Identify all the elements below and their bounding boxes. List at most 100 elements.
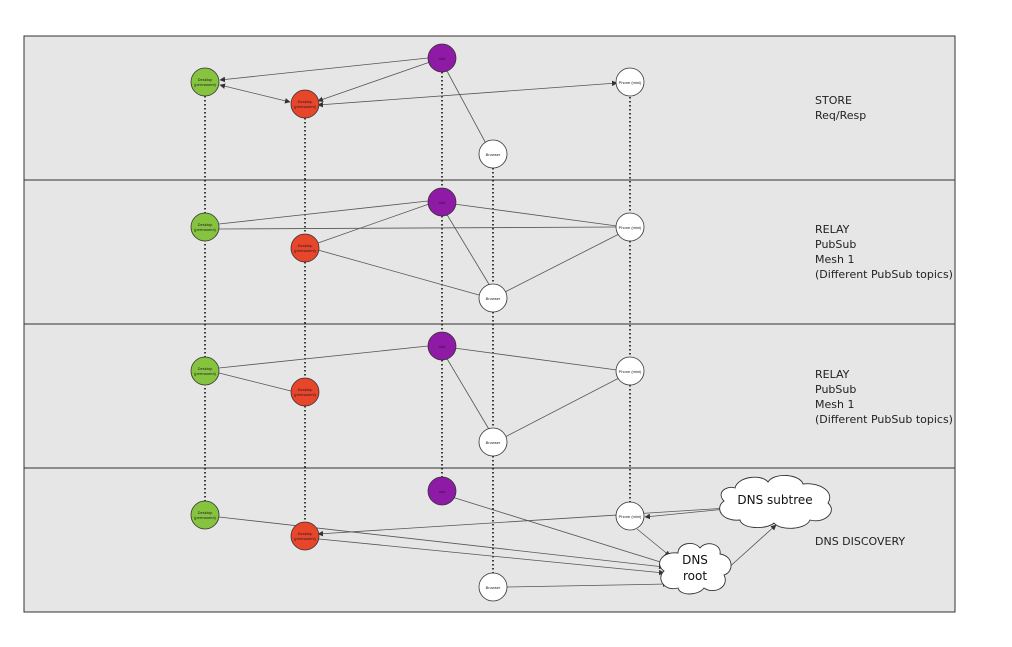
layer-label-line: PubSub [815,383,856,396]
node-phone: Phone (mini) [615,67,645,97]
edge [504,377,620,438]
node-circle [290,233,320,263]
cloud-shape [659,542,732,595]
edge [504,233,620,293]
node-circle [478,572,508,602]
edge [445,356,491,432]
layer-label-line: STORE [815,94,852,107]
node-browser: Browser [478,139,508,169]
layer-relay-1-label: RELAY PubSub Mesh 1 (Different PubSub to… [815,223,953,281]
node-desktop-red: Desktop (permanent) [290,377,320,407]
node-label: Phone (mini) [619,80,642,85]
cloud-shape [719,475,832,529]
layer-label-line: RELAY [815,223,850,236]
layer-label-line: DNS DISCOVERY [815,535,905,548]
layer-panels [23,35,956,613]
dns-root-cloud: DNS root [659,542,732,595]
node-circle [190,212,220,242]
node-label: Desktop [298,99,313,104]
node-label: Browser [486,585,501,590]
node-circle [427,187,457,217]
node-label: Browser [486,152,501,157]
edge [317,80,618,108]
node-label: Phone (mini) [619,514,642,519]
layer-dns-label: DNS DISCOVERY [815,535,905,548]
node-label: nim [439,489,446,494]
edge [636,528,671,557]
edge [317,203,430,244]
layer-store-label: STORE Req/Resp [815,94,866,122]
node-circle [290,521,320,551]
node-circle [615,212,645,242]
node-label: Desktop [198,366,213,371]
node-label: (permanent) [294,104,316,109]
node-nim-purple: nim [427,476,457,506]
node-circle [190,356,220,386]
node-desktop-green: Desktop (permanent) [190,356,220,386]
layer-label-line: PubSub [815,238,856,251]
edge [219,57,429,83]
layer-label-line: (Different PubSub topics) [815,268,953,281]
node-browser: Browser [478,427,508,457]
edge [218,200,429,225]
node-label: nim [439,200,446,205]
node-label: nim [439,56,446,61]
node-circle [427,43,457,73]
edge [218,372,292,392]
vertical-connectors [204,72,631,573]
layer-label-line: RELAY [815,368,850,381]
node-label: (permanent) [294,392,316,397]
node-label: Desktop [198,510,213,515]
node-label: (permanent) [194,371,216,376]
edge [218,345,429,369]
node-circle [478,427,508,457]
edge [453,347,618,371]
layer-label-line: (Different PubSub topics) [815,413,953,426]
node-circle [615,67,645,97]
node-desktop-red: Desktop (permanent) [290,233,320,263]
node-circle [190,500,220,530]
edge [318,538,665,576]
edge [506,581,669,588]
node-label: Phone (mini) [619,369,642,374]
node-desktop-red: Desktop (permanent) [290,521,320,551]
node-nim-purple: nim [427,43,457,73]
edge [219,83,291,104]
node-circle [190,67,220,97]
node-label: Phone (mini) [619,225,642,230]
cloud-label: DNS [682,553,708,567]
node-label: (permanent) [194,515,216,520]
node-circle [427,331,457,361]
edge [451,496,671,567]
node-label: Desktop [298,387,313,392]
node-nim-purple: nim [427,331,457,361]
node-label: (permanent) [194,227,216,232]
node-label: (permanent) [294,536,316,541]
node-browser: Browser [478,283,508,313]
node-circle [290,377,320,407]
nodes: Desktop (permanent) Desktop (permanent) … [190,43,645,602]
layer-label-line: Req/Resp [815,109,866,122]
node-circle [478,283,508,313]
edge [218,516,665,570]
layer-relay-2-panel [23,323,956,469]
node-label: Desktop [298,243,313,248]
node-desktop-green: Desktop (permanent) [190,212,220,242]
node-nim-purple: nim [427,187,457,217]
cloud-label: root [683,569,707,583]
node-phone: Phone (mini) [615,212,645,242]
edge [453,203,618,227]
edge [218,226,617,230]
edge [644,506,727,520]
node-desktop-red: Desktop (permanent) [290,89,320,119]
node-circle [478,139,508,169]
node-label: nim [439,344,446,349]
node-desktop-green: Desktop (permanent) [190,500,220,530]
node-label: Desktop [198,77,213,82]
layer-labels: STORE Req/Resp RELAY PubSub Mesh 1 (Diff… [815,94,953,548]
layer-relay-2-label: RELAY PubSub Mesh 1 (Different PubSub to… [815,368,953,426]
node-circle [427,476,457,506]
edge [725,524,777,571]
node-label: Browser [486,296,501,301]
